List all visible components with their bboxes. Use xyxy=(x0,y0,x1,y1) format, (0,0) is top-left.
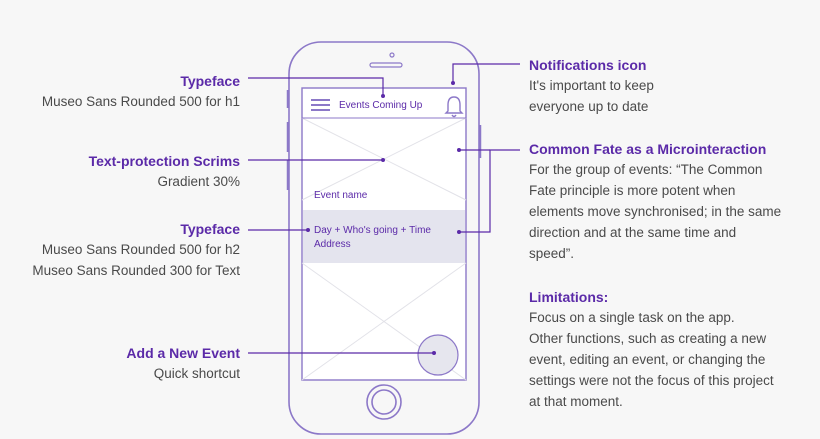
phone-camera xyxy=(389,52,395,58)
annotation-title: Common Fate as a Microinteraction xyxy=(529,141,767,157)
add-event-circle xyxy=(417,334,459,376)
event-details-band xyxy=(303,210,465,263)
annotation-title: Limitations: xyxy=(529,289,609,305)
connector-notifications xyxy=(452,63,520,82)
annotation-line: Other functions, such as creating a new xyxy=(529,331,767,346)
annotation-limitations: Limitations: Focus on a single task on t… xyxy=(529,287,774,412)
annotation-title: Notifications icon xyxy=(529,57,647,73)
annotation-line: event, editing an event, or changing the xyxy=(529,352,766,367)
annotation-line: Gradient 30% xyxy=(157,174,240,189)
annotation-title: Typeface xyxy=(180,73,240,89)
annotation-typeface-h2: Typeface Museo Sans Rounded 500 for h2 M… xyxy=(32,219,240,281)
annotation-line: Museo Sans Rounded 500 for h1 xyxy=(41,94,240,109)
annotation-line: Quick shortcut xyxy=(153,366,240,381)
annotation-scrims: Text-protection Scrims Gradient 30% xyxy=(89,151,240,192)
event-details-line2: Address xyxy=(314,239,351,250)
annotation-notifications: Notifications icon It's important to kee… xyxy=(529,55,654,117)
annotation-common-fate: Common Fate as a Microinteraction For th… xyxy=(529,139,781,264)
annotation-line: settings were not the focus of this proj… xyxy=(529,373,774,388)
annotation-line: direction and at the same time and xyxy=(529,225,737,240)
home-button-inner xyxy=(371,389,397,415)
annotation-typeface-h1: Typeface Museo Sans Rounded 500 for h1 xyxy=(42,71,240,112)
event-name: Event name xyxy=(314,190,368,201)
annotation-title: Add a New Event xyxy=(126,345,240,361)
phone-body xyxy=(288,41,480,435)
connector-typeface-h1 xyxy=(248,77,384,95)
bell-icon xyxy=(444,96,464,118)
annotation-line: Museo Sans Rounded 500 for h2 xyxy=(41,242,240,257)
annotation-line: For the group of events: “The Common xyxy=(529,162,763,177)
annotation-title: Typeface xyxy=(180,221,240,237)
event-details-line1: Day + Who's going + Time xyxy=(314,225,431,236)
annotation-line: Fate principle is more potent when xyxy=(529,183,736,198)
annotation-line: Museo Sans Rounded 300 for Text xyxy=(32,263,240,278)
annotation-line: speed”. xyxy=(529,246,575,261)
connector-common-fate xyxy=(460,149,520,233)
phone-speaker xyxy=(369,62,403,68)
annotation-line: elements move synchronised; in the same xyxy=(529,204,782,219)
home-button-outer xyxy=(366,384,402,420)
annotation-line: everyone up to date xyxy=(529,99,649,114)
annotation-line: at that moment. xyxy=(529,394,623,409)
header-title: Events Coming Up xyxy=(339,100,423,111)
annotation-add-event: Add a New Event Quick shortcut xyxy=(126,343,240,384)
annotation-title: Text-protection Scrims xyxy=(88,153,240,169)
hamburger-icon xyxy=(311,99,330,111)
annotation-line: Focus on a single task on the app. xyxy=(529,310,735,325)
annotation-line: It's important to keep xyxy=(529,78,654,93)
